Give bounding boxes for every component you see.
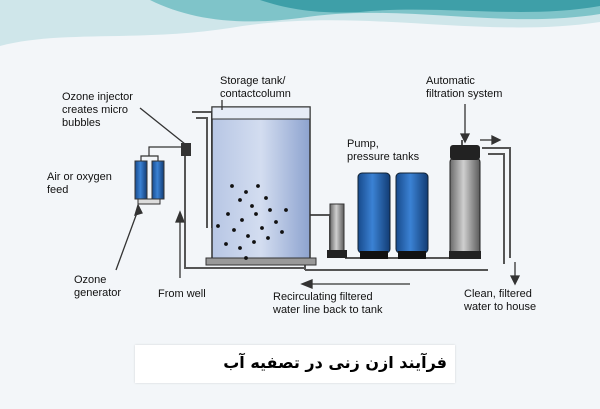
bubble [250,204,254,208]
page-title: فرآیند ازن زنی در تصفیه آب [223,353,447,372]
label-recirculating: Recirculating filtered water line back t… [272,291,383,316]
label-ozone-generator: Ozone generator [74,274,121,299]
bubble [274,220,278,224]
pump [327,203,347,258]
bubble [252,240,256,244]
label-ozone-injector: Ozone injector creates micro bubbles [62,91,136,129]
diagram-labels: Storage tank/ contactcolumn Automatic fi… [47,75,536,316]
bubble [226,212,230,216]
flow-arrows [115,100,521,289]
header-waves [0,0,600,46]
label-storage-tank: Storage tank/ contactcolumn [220,75,291,100]
bubble [246,234,250,238]
bubble [224,242,228,246]
ozone-generator [134,146,185,205]
ozone-bubbles [216,184,288,260]
bubble [238,246,242,250]
bubble [240,218,244,222]
bubble [238,198,242,202]
bubble [284,208,288,212]
label-clean-water: Clean, filtered water to house [463,288,536,313]
bubble [244,190,248,194]
bubble [256,184,260,188]
bubble [260,226,264,230]
caption-box: فرآیند ازن زنی در تصفیه آب [135,345,455,383]
bubble [254,212,258,216]
bubble [280,230,284,234]
bubble [230,184,234,188]
label-automatic-filtration: Automatic filtration system [426,75,502,100]
label-from-well: From well [158,288,206,300]
filtration-system [449,145,481,259]
storage-tank [205,106,317,266]
ozone-injector [181,143,191,156]
bubble [244,256,248,260]
label-pump: Pump, pressure tanks [347,138,420,163]
bubble [268,208,272,212]
label-air-feed: Air or oxygen feed [47,171,115,196]
bubble [232,228,236,232]
pressure-tanks [357,172,429,259]
bubble [216,224,220,228]
bubble [266,236,270,240]
bubble [264,196,268,200]
